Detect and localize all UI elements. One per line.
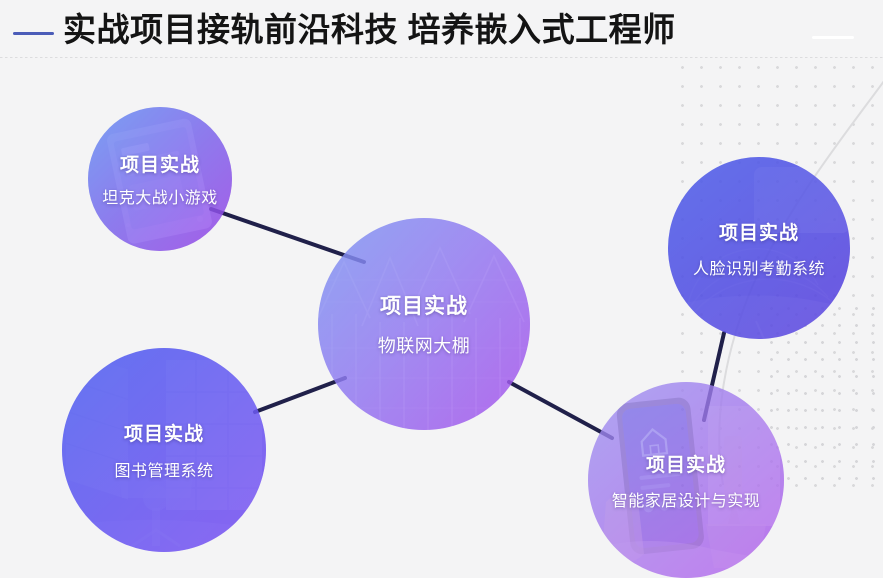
node-title: 项目实战 bbox=[718, 222, 799, 244]
node-subtitle: 图书管理系统 bbox=[114, 463, 214, 480]
node-title: 项目实战 bbox=[645, 454, 726, 476]
page-title: 实战项目接轨前沿科技 培养嵌入式工程师 bbox=[63, 11, 676, 48]
page-header: 实战项目接轨前沿科技 培养嵌入式工程师 bbox=[0, 0, 883, 58]
connector-library-to-iot bbox=[253, 376, 347, 414]
node-subtitle: 物联网大棚 bbox=[377, 336, 471, 356]
project-node-tank-game[interactable]: 项目实战 坦克大战小游戏 bbox=[88, 107, 232, 251]
connector-tank-to-iot bbox=[209, 207, 366, 264]
node-subtitle: 智能家居设计与实现 bbox=[611, 492, 761, 510]
node-subtitle: 人脸识别考勤系统 bbox=[692, 260, 825, 278]
header-divider bbox=[0, 57, 883, 58]
node-title: 项目实战 bbox=[119, 155, 200, 176]
connector-iot-to-smarthome bbox=[507, 380, 614, 440]
project-node-iot-greenhouse[interactable]: 项目实战 物联网大棚 bbox=[318, 218, 530, 430]
title-accent-dash-left bbox=[13, 32, 54, 35]
node-title: 项目实战 bbox=[123, 424, 204, 445]
project-node-smart-home[interactable]: 项目实战 智能家居设计与实现 bbox=[588, 382, 784, 578]
title-accent-dash-right bbox=[812, 36, 854, 39]
node-title: 项目实战 bbox=[380, 295, 468, 318]
project-node-library-system[interactable]: 项目实战 图书管理系统 bbox=[62, 348, 266, 552]
node-subtitle: 坦克大战小游戏 bbox=[102, 190, 218, 207]
project-node-face-attendance[interactable]: 项目实战 人脸识别考勤系统 bbox=[668, 157, 850, 339]
